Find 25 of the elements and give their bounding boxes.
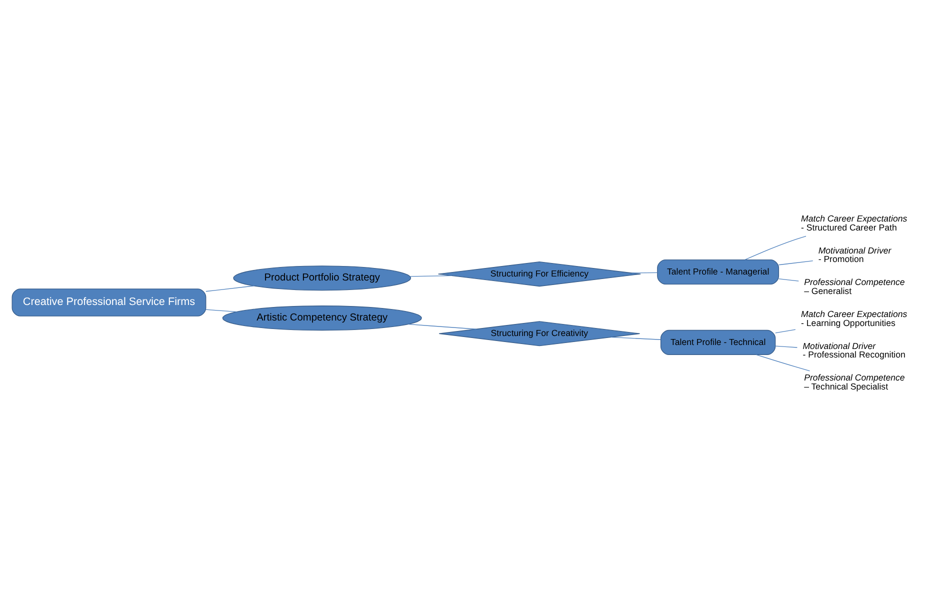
- connector: [206, 285, 254, 292]
- connector: [778, 278, 799, 281]
- connector: [410, 274, 452, 276]
- connector: [610, 336, 661, 340]
- connector: [775, 345, 798, 348]
- node-box: Talent Profile - Managerial: [657, 258, 780, 284]
- connector: [778, 260, 814, 265]
- connector: [775, 328, 796, 333]
- node-box: Talent Profile - Technical: [660, 329, 776, 354]
- node-diamond: Structuring For Efficiency: [438, 261, 641, 286]
- node-text: Motivational Driver - Professional Recognition: [802, 340, 906, 360]
- node-text: Professional Competence – Technical Specialist: [804, 372, 905, 391]
- node-ellipse: Product Portfolio Strategy: [233, 265, 412, 290]
- connector: [408, 323, 476, 329]
- connector: [206, 308, 238, 312]
- connector: [632, 272, 658, 273]
- node-text: Professional Competence – Generalist: [804, 276, 905, 296]
- node-text: Motivational Driver - Promotion: [818, 244, 892, 264]
- connector: [744, 235, 806, 260]
- connector: [756, 354, 810, 371]
- node-diamond: Structuring For Creativity: [438, 320, 640, 346]
- node-text: Match Career Expectations - Learning Opportunities: [801, 308, 908, 328]
- node-text: Match Career Expectations - Structured Career Path: [801, 212, 908, 232]
- node-box: Creative Professional Service Firms: [12, 288, 206, 316]
- node-ellipse: Artistic Competency Strategy: [222, 305, 422, 330]
